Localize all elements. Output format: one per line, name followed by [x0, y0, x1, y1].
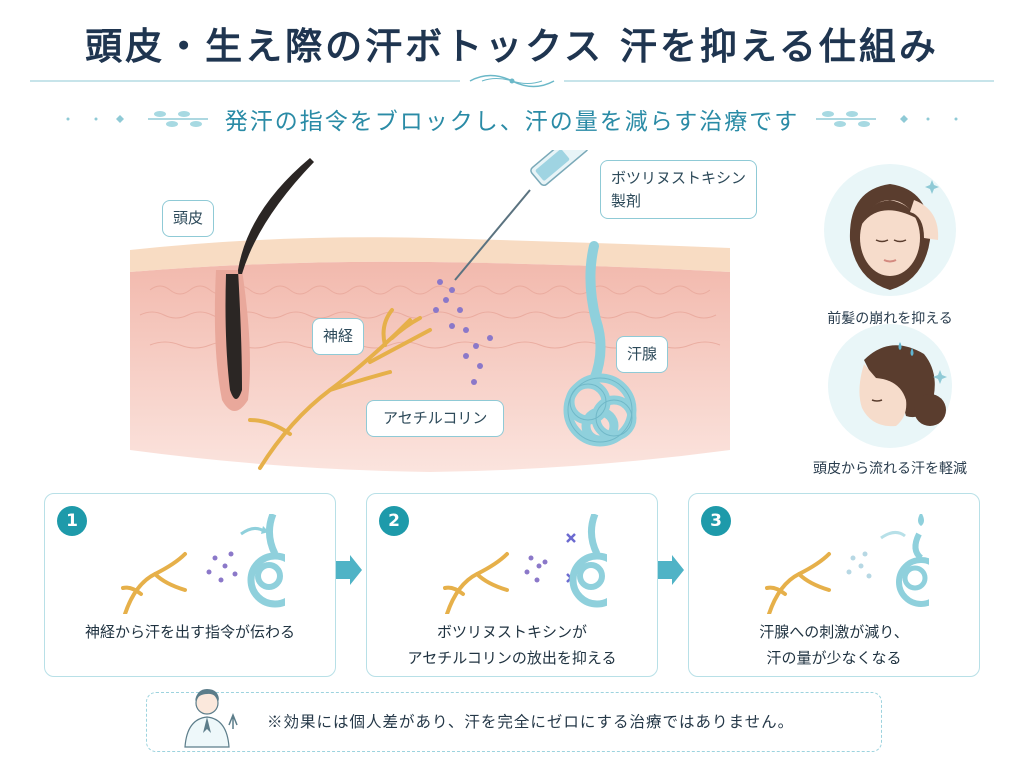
step-number-badge: 2 [379, 506, 409, 536]
page-title: 頭皮・生え際の汗ボトックス 汗を抑える仕組み [85, 24, 939, 68]
woman-touching-hair-icon [824, 164, 956, 296]
botox-label-line2: 製剤 [611, 191, 642, 210]
botox-label: ボツリヌストキシン 製剤 [600, 160, 758, 219]
leaf-ornament-right-icon [816, 111, 958, 127]
woman-profile-icon [828, 324, 952, 448]
sweat-gland-label: 汗腺 [616, 336, 669, 373]
nerve-branches [248, 308, 432, 470]
step-3-illustration [765, 514, 929, 614]
effect-caption: 頭皮から流れる汗を軽減 [813, 461, 967, 477]
step-caption-line2: 汗の量が少なくなる [766, 648, 902, 667]
step-number-badge: 3 [701, 506, 731, 536]
acetylcholine-dots [433, 279, 493, 385]
sweat-gland-label-text: 汗腺 [627, 345, 658, 363]
nerve-label-text: 神経 [323, 327, 354, 345]
doctor-icon [184, 689, 238, 748]
step-caption-line1: ボツリヌストキシンが [436, 623, 587, 641]
subtitle-row: 発汗の指令をブロックし、汗の量を減らす治療です [0, 100, 1024, 136]
scalp-label: 頭皮 [162, 200, 215, 237]
sweat-duct [585, 241, 606, 385]
sweat-drop-icon [918, 514, 924, 526]
hair-shaft [225, 158, 314, 399]
page-subtitle: 発汗の指令をブロックし、汗の量を減らす治療です [224, 109, 800, 135]
acetylcholine-label-text: アセチルコリン [383, 409, 488, 427]
effect-card-sweat: 頭皮から流れる汗を軽減 [790, 320, 990, 478]
step-caption: ボツリヌストキシンが アセチルコリンの放出を抑える [367, 620, 657, 671]
step-2-illustration [443, 514, 607, 614]
nerve-label: 神経 [312, 318, 365, 355]
skin-illustration [130, 132, 730, 472]
disclaimer-box: ※効果には個人差があり、汗を完全にゼロにする治療ではありません。 [146, 689, 882, 752]
step-caption: 神経から汗を出す指令が伝わる [45, 620, 335, 646]
acetylcholine-label: アセチルコリン [366, 400, 505, 437]
step-caption-line1: 神経から汗を出す指令が伝わる [84, 623, 295, 641]
step-arrow-icon [336, 555, 362, 585]
step-arrow-icon [658, 555, 684, 585]
step-card-1: 1 神経から汗を出す指令が伝わる [44, 493, 336, 677]
leaf-ornament-left-icon [66, 111, 208, 127]
botox-label-line1: ボツリヌストキシン [611, 169, 747, 187]
step-1-illustration [121, 514, 285, 614]
step-card-2: 2 ボツリヌストキシンが アセチルコリンの放出を抑える [366, 493, 658, 677]
effect-caption: 前髪の崩れを抑える [827, 311, 953, 327]
effect-card-bangs: 前髪の崩れを抑える [790, 160, 990, 328]
step-number-badge: 1 [57, 506, 87, 536]
step-caption-line1: 汗腺への刺激が減り、 [759, 623, 909, 641]
step-card-3: 3 汗腺への刺激が減り、 汗の量が少なくなる [688, 493, 980, 677]
step-caption-line2: アセチルコリンの放出を抑える [407, 648, 617, 667]
step-caption: 汗腺への刺激が減り、 汗の量が少なくなる [689, 620, 979, 671]
scalp-label-text: 頭皮 [173, 209, 204, 227]
epidermis-layer [130, 237, 730, 272]
disclaimer-text: ※効果には個人差があり、汗を完全にゼロにする治療ではありません。 [267, 713, 795, 731]
title-divider [30, 74, 994, 88]
skin-cross-section [130, 132, 730, 480]
